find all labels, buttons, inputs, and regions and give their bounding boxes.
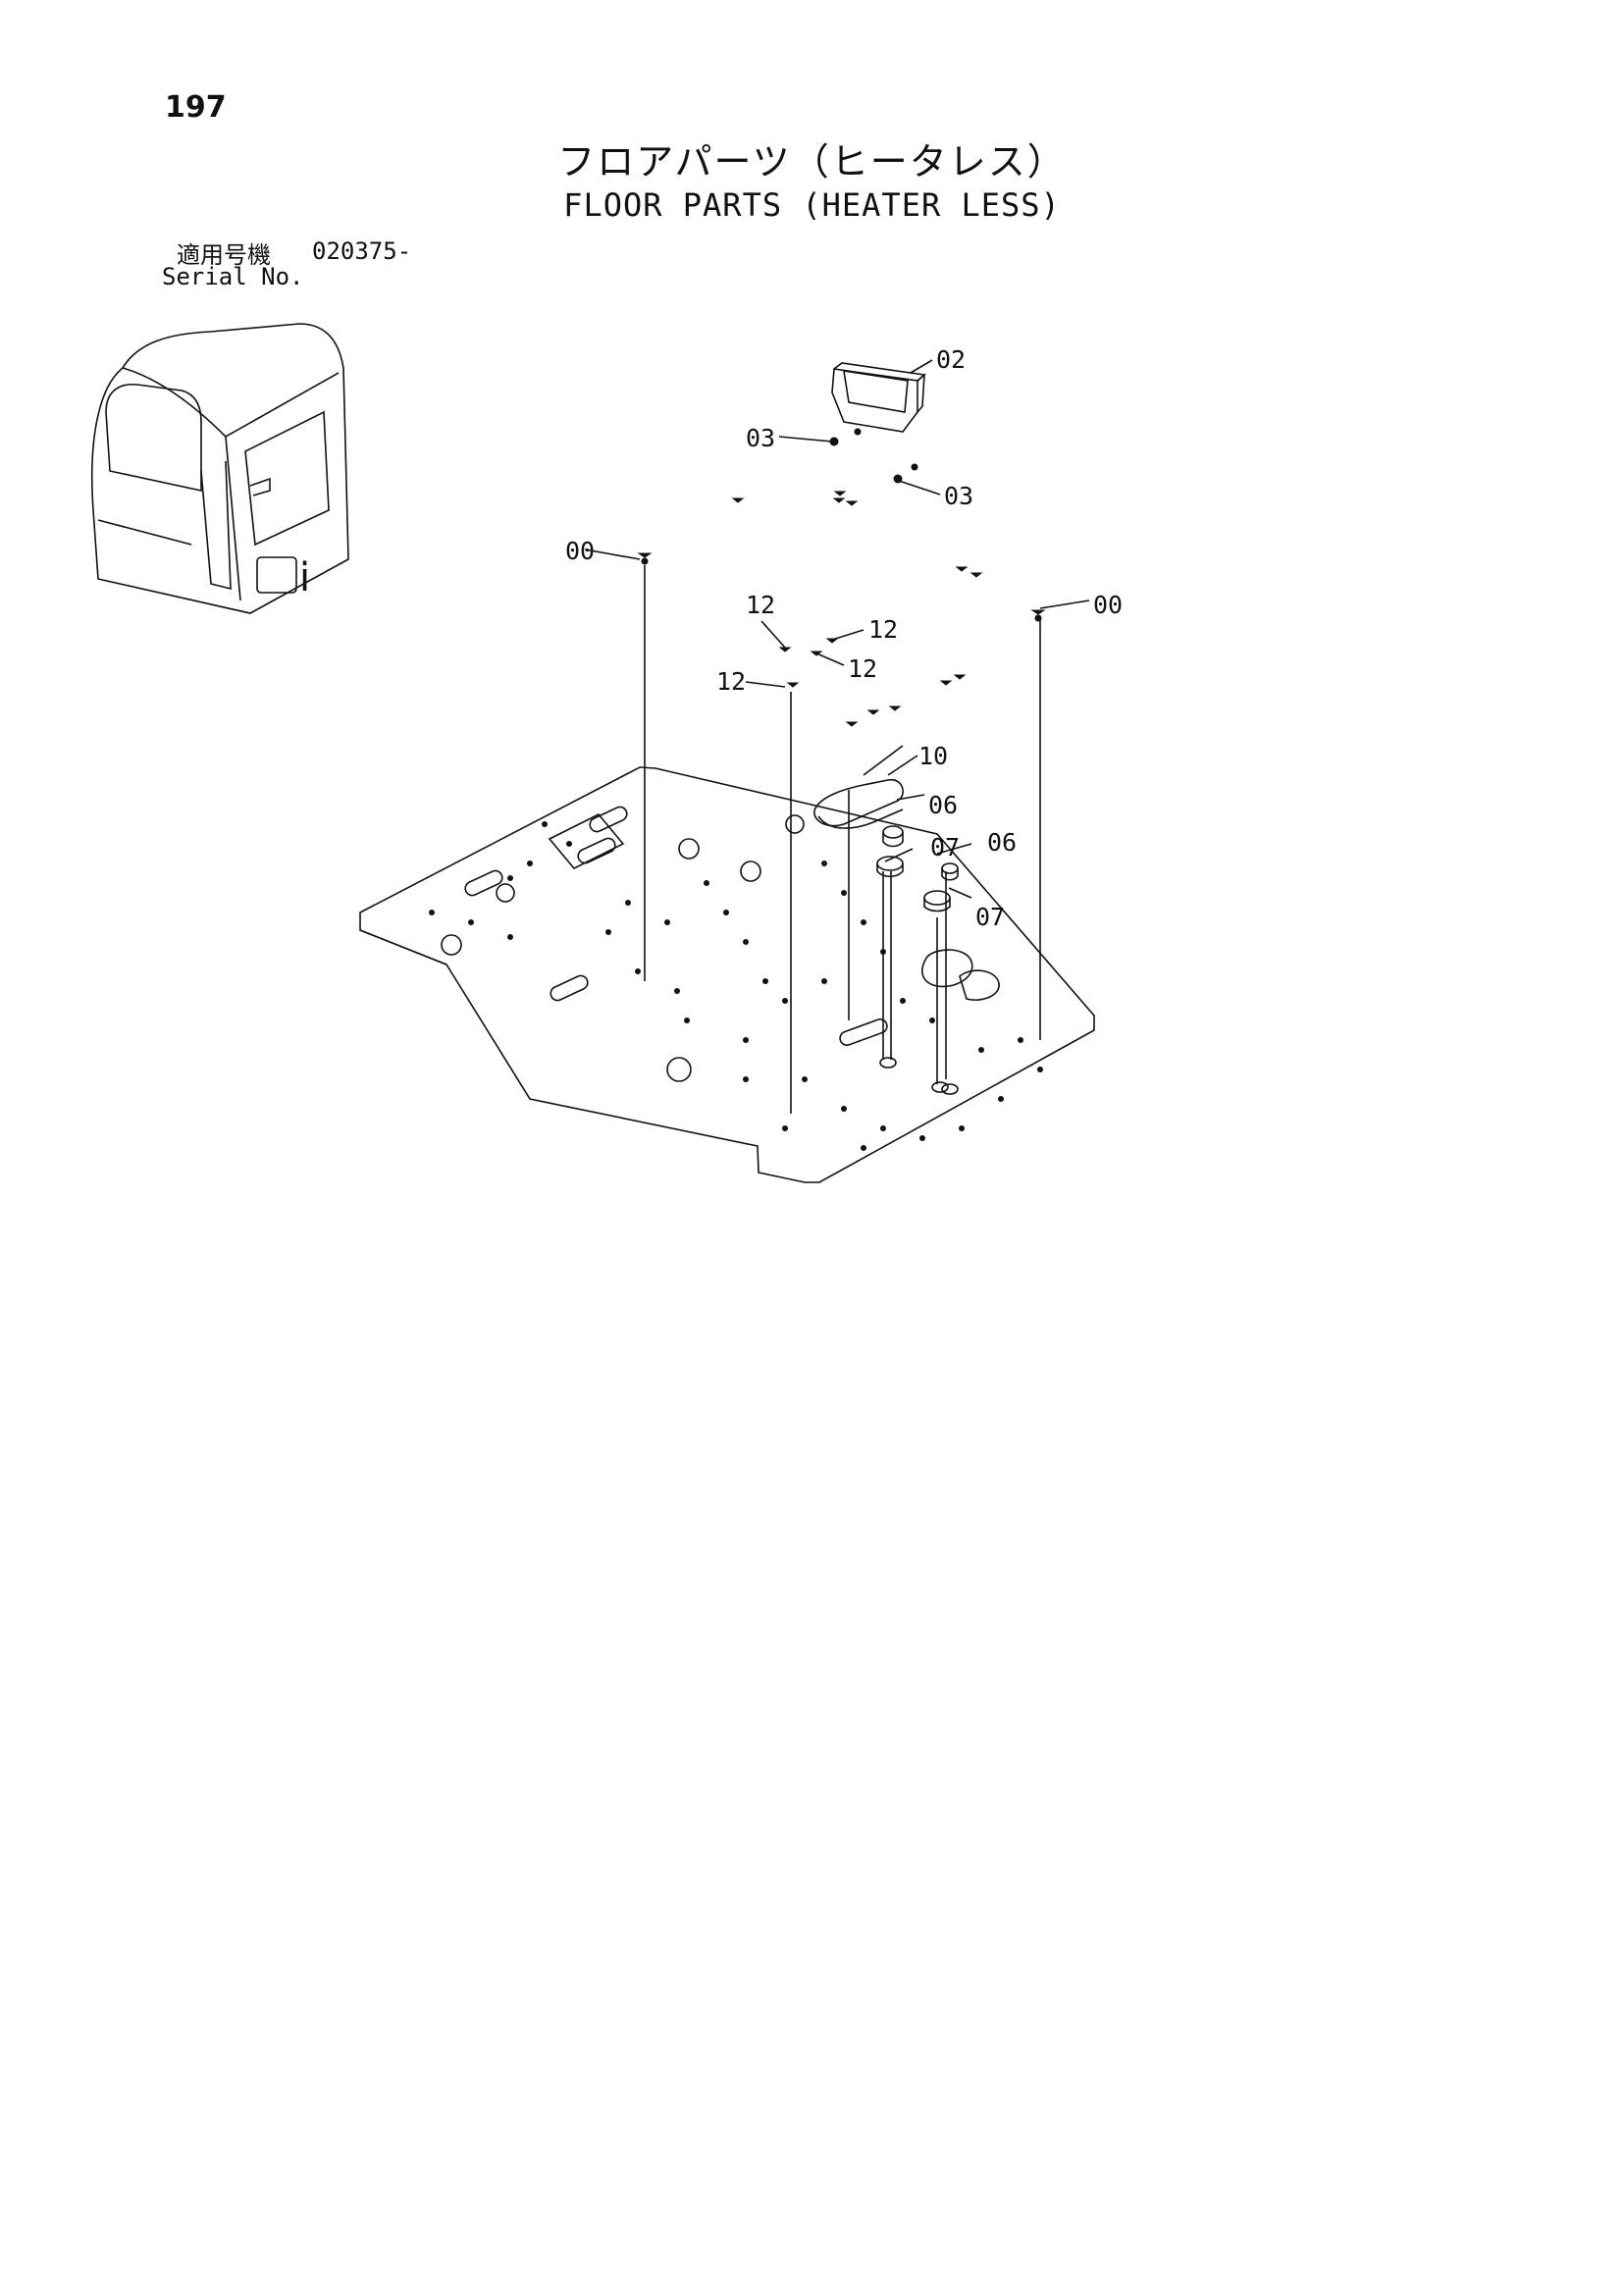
fastener-markers — [637, 428, 1046, 727]
callout-12-top: 12 — [746, 591, 775, 619]
svg-text:i: i — [299, 555, 310, 600]
callout-03-right: 03 — [944, 482, 973, 510]
callout-06-left: 06 — [928, 791, 958, 819]
callout-00-left: 00 — [565, 537, 595, 565]
callout-07-upper: 07 — [930, 833, 960, 861]
floor-plate-icon — [359, 766, 1095, 1183]
page-number: 197 — [165, 90, 227, 125]
callout-06-right: 06 — [987, 828, 1017, 857]
callout-00-right: 00 — [1093, 591, 1123, 619]
rubber-plug-icon — [876, 825, 959, 913]
callout-12-middle: 12 — [848, 654, 877, 683]
floor-mat-icon — [813, 778, 904, 829]
serial-value: 020375- — [312, 237, 412, 265]
serial-label-english: Serial No. — [162, 263, 304, 290]
cab-illustration-icon: i — [90, 323, 349, 614]
serial-label-japanese: 適用号機 — [177, 241, 271, 269]
title-english: FLOOR PARTS (HEATER LESS) — [563, 186, 1061, 224]
callout-12-left: 12 — [716, 667, 746, 696]
callout-02: 02 — [936, 345, 966, 374]
callout-12-right: 12 — [868, 615, 898, 644]
plate-holes — [429, 821, 1043, 1151]
callout-03-left: 03 — [746, 424, 775, 452]
title-japanese: フロアパーツ（ヒータレス） — [557, 140, 1067, 183]
callout-10: 10 — [918, 742, 948, 770]
callout-07-lower: 07 — [975, 903, 1005, 931]
storage-box-icon — [831, 362, 926, 433]
